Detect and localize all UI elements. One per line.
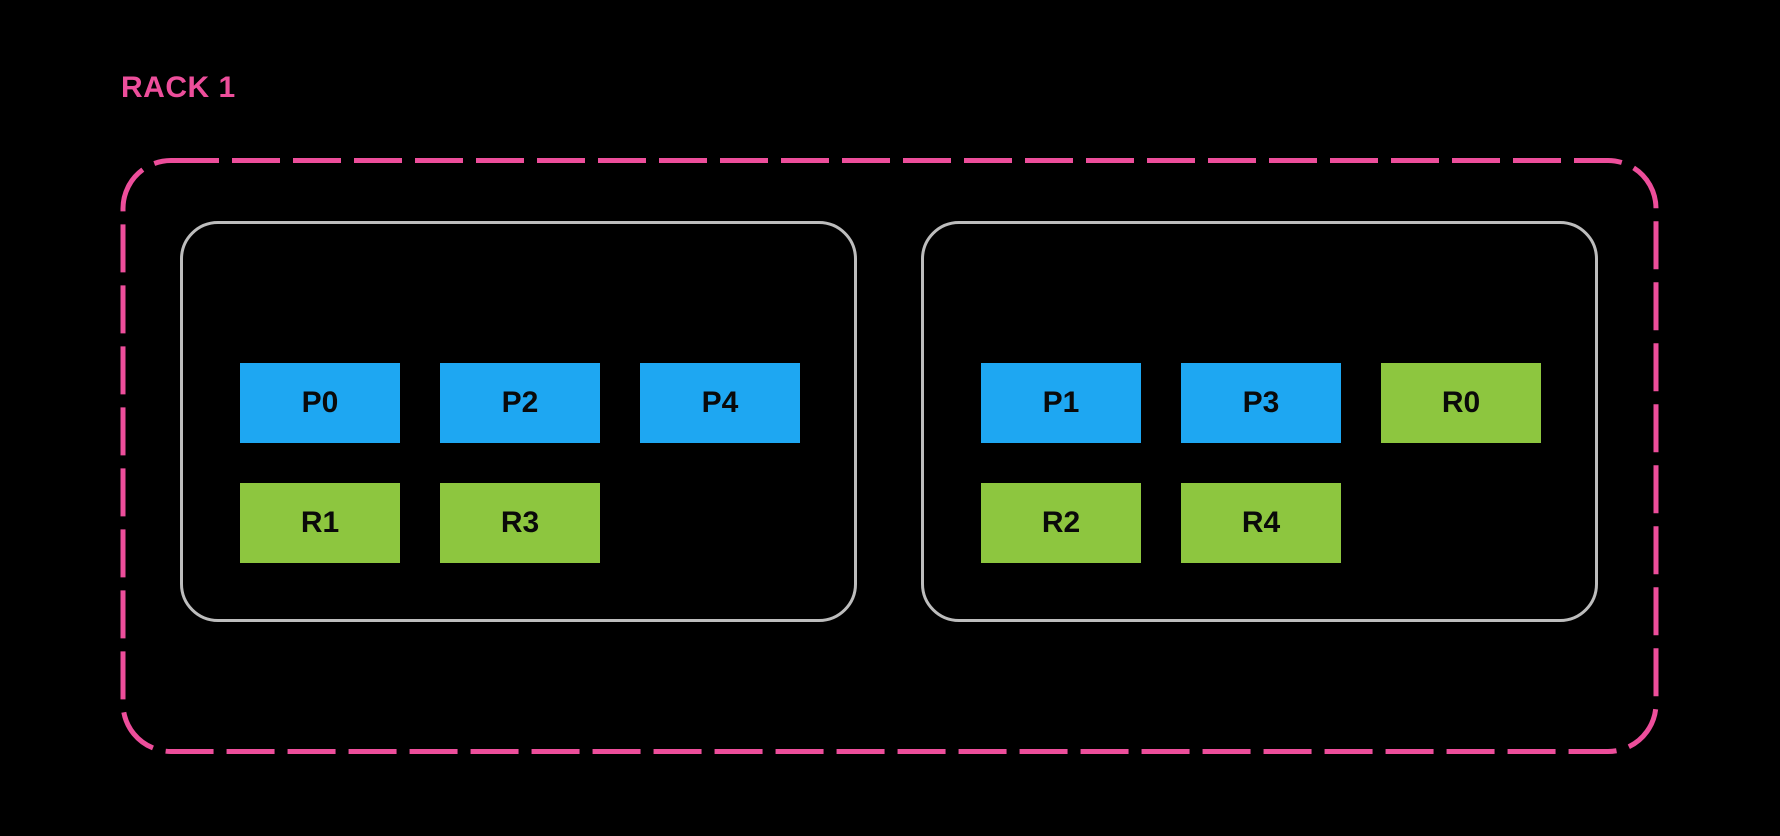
slot-box: R4	[1181, 483, 1341, 563]
slot-box: R0	[1381, 363, 1541, 443]
slot-row: R2 R4	[981, 483, 1541, 563]
slot-box: P0	[240, 363, 400, 443]
slot-grid: P0 P2 P4 R1 R3	[240, 363, 800, 563]
rack-dashed-border	[120, 158, 1659, 754]
slot-box: R1	[240, 483, 400, 563]
slot-box: P3	[1181, 363, 1341, 443]
slot-row: P1 P3 R0	[981, 363, 1541, 443]
slot-grid: P1 P3 R0 R2 R4	[981, 363, 1541, 563]
slot-box: P2	[440, 363, 600, 443]
slot-box: P1	[981, 363, 1141, 443]
slot-box: R2	[981, 483, 1141, 563]
host-container-left: P0 P2 P4 R1 R3	[180, 221, 857, 622]
slot-row: P0 P2 P4	[240, 363, 800, 443]
host-container-right: P1 P3 R0 R2 R4	[921, 221, 1598, 622]
slot-row: R1 R3	[240, 483, 800, 563]
slot-box: P4	[640, 363, 800, 443]
rack-title: RACK 1	[121, 71, 236, 104]
slot-box: R3	[440, 483, 600, 563]
